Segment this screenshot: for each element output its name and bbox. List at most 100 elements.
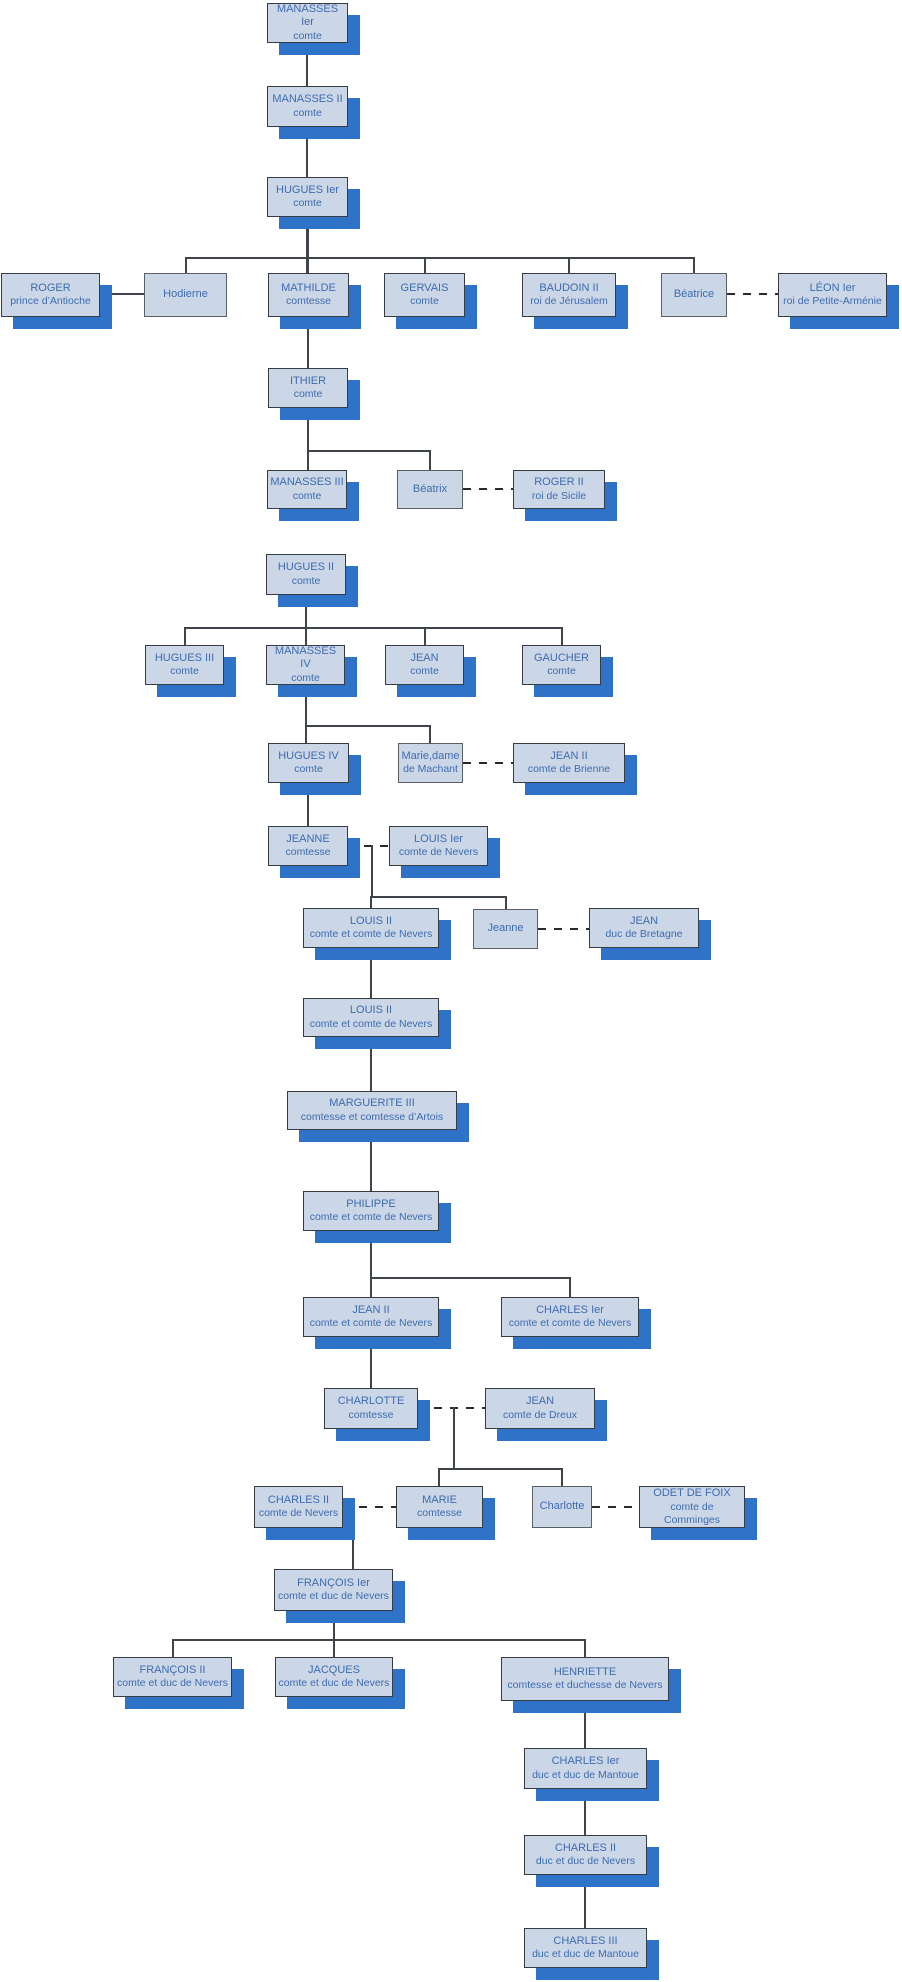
descent-connector-line <box>569 1277 571 1297</box>
person-name: BAUDOIN II <box>539 281 599 294</box>
person-name: MARIE <box>422 1493 457 1506</box>
person-title: comtesse <box>348 1408 394 1421</box>
person-title: comte <box>547 665 576 678</box>
descent-connector-line <box>584 1789 586 1835</box>
person-name: CHARLES II <box>267 1493 330 1506</box>
person-name: MANASSES III <box>270 476 344 489</box>
person-title: comte <box>291 574 321 587</box>
person-name: LOUIS II <box>349 914 393 927</box>
person-name: CHARLES II <box>554 1841 617 1854</box>
person-name: MANASSES Ier <box>276 2 339 29</box>
descent-connector-line <box>371 845 373 898</box>
descent-connector-line <box>429 725 431 743</box>
person-title: roi de Jérusalem <box>530 295 608 308</box>
person-title: roi de Petite-Arménie <box>783 295 882 308</box>
person-node-beatrice: Béatrice <box>661 273 727 317</box>
person-title: duc et duc de Mantoue <box>532 1768 639 1781</box>
person-node-jeanne: Jeanne <box>473 909 538 949</box>
person-title: comte de Nevers <box>398 846 479 859</box>
person-title: comte et comte de Nevers <box>309 1017 433 1030</box>
person-name: HENRIETTE <box>553 1665 617 1678</box>
descent-connector-line <box>305 595 307 645</box>
person-name: ROGER II <box>534 476 584 489</box>
person-name: JEAN <box>410 651 439 664</box>
person-name: Béatrix <box>412 482 448 495</box>
person-name: CHARLOTTE <box>337 1395 405 1408</box>
person-title: comtesse <box>417 1507 462 1520</box>
person-title: comte et duc de Nevers <box>278 1677 390 1690</box>
person-name: GERVAIS <box>400 281 449 294</box>
person-title: comtesse et comtesse d’Artois <box>300 1110 444 1123</box>
descent-connector-line <box>333 1639 335 1657</box>
person-title: prince d’Antioche <box>10 295 91 308</box>
person-name: CHARLES Ier <box>551 1755 620 1768</box>
person-name: HUGUES IV <box>278 749 339 762</box>
person-title: comtesse <box>285 846 331 859</box>
descent-connector-line <box>505 896 507 909</box>
person-name: GAUCHER <box>533 651 589 664</box>
person-name: JEAN <box>629 914 659 927</box>
person-name: CHARLES III <box>553 1934 618 1947</box>
descent-connector-line <box>370 948 372 998</box>
descent-connector-line <box>184 627 186 645</box>
person-name: FRANÇOIS Ier <box>297 1576 370 1589</box>
person-title: duc de Bretagne <box>605 928 683 941</box>
marriage-dashed-connector <box>343 1506 396 1508</box>
descent-connector-line <box>185 257 187 273</box>
descent-connector-line <box>172 1639 174 1657</box>
descent-connector-line <box>307 450 430 452</box>
person-name: LÉON Ier <box>809 281 856 294</box>
person-title: comte et comte de Nevers <box>508 1317 632 1330</box>
person-title: comte <box>410 295 439 308</box>
person-title: comte de Comminges <box>663 1500 721 1526</box>
descent-connector-line <box>561 1468 563 1486</box>
descent-connector-line <box>424 257 426 273</box>
descent-connector-line <box>370 1336 372 1388</box>
person-name: MANASSES II <box>272 93 343 106</box>
descent-connector-line <box>305 725 430 727</box>
person-title: comte <box>293 197 322 210</box>
person-title: comte <box>293 388 323 401</box>
person-title: comte <box>291 672 320 685</box>
person-title: comtesse <box>286 295 331 308</box>
person-node-charlotte: Charlotte <box>532 1486 592 1528</box>
descent-connector-line <box>584 1875 586 1928</box>
marriage-dashed-connector <box>727 293 778 295</box>
person-name: MATHILDE <box>281 281 336 294</box>
person-name: JACQUES <box>308 1663 360 1676</box>
person-title: de Machant <box>403 763 458 776</box>
person-title: comte et duc de Nevers <box>117 1677 228 1690</box>
descent-connector-line <box>306 127 308 177</box>
person-title: comte de Nevers <box>258 1507 339 1520</box>
person-title: roi de Sicile <box>531 489 587 502</box>
person-title: duc et duc de Nevers <box>535 1855 636 1868</box>
person-name: LOUIS Ier <box>414 832 463 845</box>
person-node-hodierne: Hodierne <box>144 273 227 317</box>
marriage-dashed-connector <box>592 1506 639 1508</box>
person-name: JEAN II <box>352 1303 390 1316</box>
person-name: Jeanne <box>487 922 524 935</box>
descent-connector-line <box>352 1506 354 1569</box>
person-name: ODET DE FOIX <box>653 1487 731 1499</box>
